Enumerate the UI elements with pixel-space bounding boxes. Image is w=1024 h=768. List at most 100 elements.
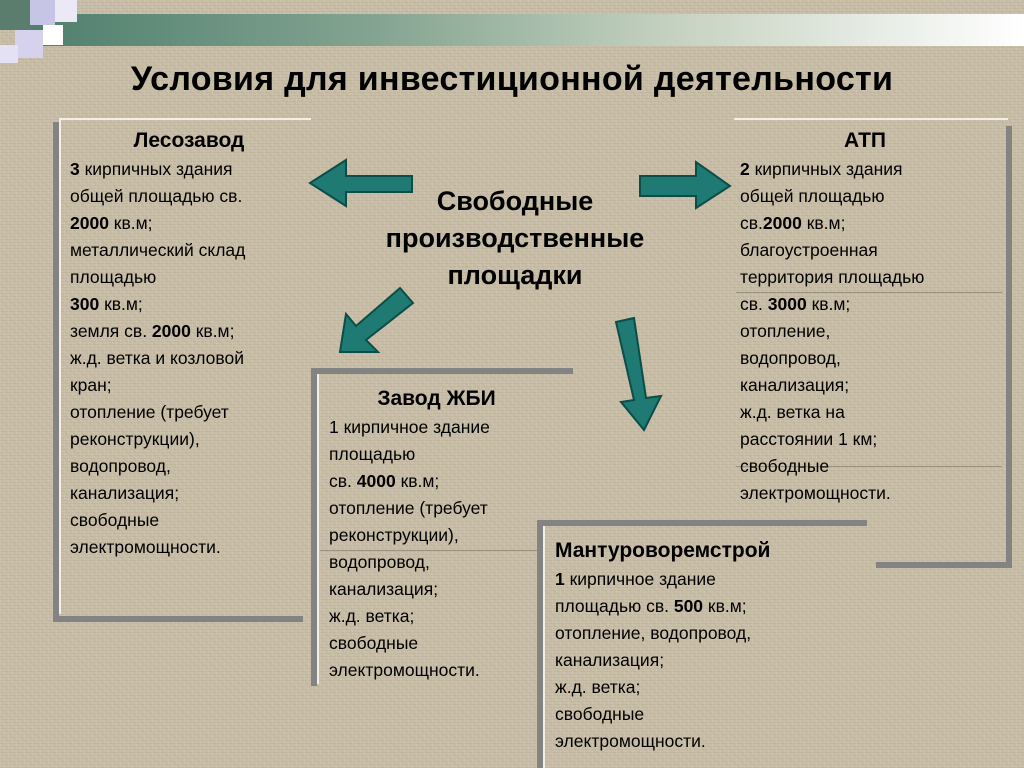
deco-square [15, 30, 43, 58]
frame-line [311, 368, 317, 686]
frame-line [317, 374, 319, 684]
info-text: кв.м; [801, 213, 846, 233]
info-line: 2000 кв.м; [70, 210, 308, 237]
info-text: кв.м; [190, 321, 235, 341]
info-line: свободные [329, 633, 419, 653]
info-line: расстоянии 1 км; [740, 429, 878, 449]
info-line: реконструкции), [70, 429, 200, 449]
info-line: св. 4000 кв.м; [329, 468, 544, 495]
info-line: территория площадью [740, 267, 925, 287]
zhbi-heading: Завод ЖБИ [377, 387, 496, 410]
info-line: электромощности. [740, 483, 891, 503]
info-line: электромощности. [70, 537, 221, 557]
info-line: электромощности. [555, 731, 706, 751]
info-line: водопровод, [329, 552, 430, 572]
frame-line [543, 526, 545, 768]
info-line: ж.д. ветка на [740, 402, 845, 422]
info-line: ж.д. ветка; [329, 606, 415, 626]
deco-square [43, 25, 63, 45]
info-line: благоустроенная [740, 240, 878, 260]
info-line: электромощности. [329, 660, 480, 680]
info-text: площадью св. [555, 596, 674, 616]
info-text: кв.м; [395, 471, 440, 491]
info-text: св. [329, 471, 357, 491]
frame-line [320, 550, 540, 551]
center-line: Свободные [436, 186, 594, 216]
info-value: 3 [70, 159, 80, 179]
info-line: реконструкции), [329, 525, 459, 545]
atp-heading: АТП [843, 129, 887, 152]
slide-title: Условия для инвестиционной деятельности [130, 60, 894, 98]
info-line: водопровод, [740, 348, 841, 368]
info-line: отопление, [740, 321, 831, 341]
info-line: ж.д. ветка; [555, 677, 641, 697]
info-line: 2 кирпичных здания [740, 156, 990, 183]
info-line: св.2000 кв.м; [740, 210, 990, 237]
info-value: 500 [673, 596, 704, 616]
deco-square [55, 0, 77, 22]
frame-line [876, 562, 1012, 568]
info-text: кирпичное здание [564, 569, 716, 589]
info-line: 3 кирпичных здания [70, 156, 308, 183]
center-line: площадки [447, 260, 583, 290]
info-line: площадью св. 500 кв.м; [555, 593, 855, 620]
info-line: канализация; [555, 650, 665, 670]
info-text: св. [740, 213, 763, 233]
info-value: 300 [70, 294, 100, 314]
info-text: кирпичных здания [79, 159, 233, 179]
arrow-left-icon [308, 158, 413, 208]
frame-line [736, 292, 1002, 293]
info-line: канализация; [70, 483, 180, 503]
info-line: кран; [70, 375, 112, 395]
frame-line [1006, 126, 1012, 568]
info-value: 2000 [151, 321, 191, 341]
info-line: свободные [555, 704, 645, 724]
info-text: кв.м; [806, 294, 851, 314]
center-line: производственные [385, 223, 645, 253]
zhbi-card: Завод ЖБИ 1 кирпичное здание площадью св… [329, 384, 544, 684]
lesozavod-heading: Лесозавод [133, 129, 245, 152]
info-line: 1 кирпичное здание [329, 417, 490, 437]
info-line: площадью [70, 267, 157, 287]
frame-line [53, 616, 303, 622]
info-text: св. [740, 294, 768, 314]
center-label: Свободные производственные площадки [345, 183, 685, 294]
info-value: 2 [740, 159, 750, 179]
deco-square [30, 0, 55, 25]
info-line: общей площадью св. [70, 186, 243, 206]
frame-line [537, 520, 543, 768]
deco-square [0, 45, 18, 63]
info-value: 1 [555, 569, 565, 589]
info-line: свободные [70, 510, 160, 530]
info-text: кв.м; [99, 294, 143, 314]
info-line: водопровод, [70, 456, 171, 476]
info-line: 1 кирпичное здание [555, 566, 855, 593]
info-line: 300 кв.м; [70, 291, 308, 318]
info-value: 3000 [767, 294, 807, 314]
frame-line [311, 368, 573, 374]
frame-line [734, 118, 1008, 120]
atp-card: АТП 2 кирпичных здания общей площадью св… [740, 126, 990, 507]
info-text: кв.м; [108, 213, 153, 233]
info-line: отопление (требует [70, 402, 229, 422]
info-line: свободные [740, 456, 830, 476]
info-line: канализация; [740, 375, 850, 395]
frame-line [736, 466, 1002, 467]
info-line: отопление, водопровод, [555, 623, 752, 643]
info-text: земля св. [70, 321, 152, 341]
arrow-down-left-icon [338, 286, 415, 353]
info-line: металлический склад [70, 240, 246, 260]
info-line: площадью [329, 444, 416, 464]
info-line: св. 3000 кв.м; [740, 291, 990, 318]
frame-line [59, 118, 311, 120]
info-text: кирпичных здания [749, 159, 903, 179]
info-text: кв.м; [703, 596, 747, 616]
frame-line [53, 122, 59, 622]
manturovo-card: Мантуроворемстрой 1 кирпичное здание пло… [555, 536, 855, 755]
info-line: канализация; [329, 579, 439, 599]
info-line: общей площадью [740, 186, 885, 206]
info-line: земля св. 2000 кв.м; [70, 318, 308, 345]
manturovo-heading: Мантуроворемстрой [555, 539, 771, 562]
lesozavod-card: Лесозавод 3 кирпичных здания общей площа… [70, 126, 308, 561]
